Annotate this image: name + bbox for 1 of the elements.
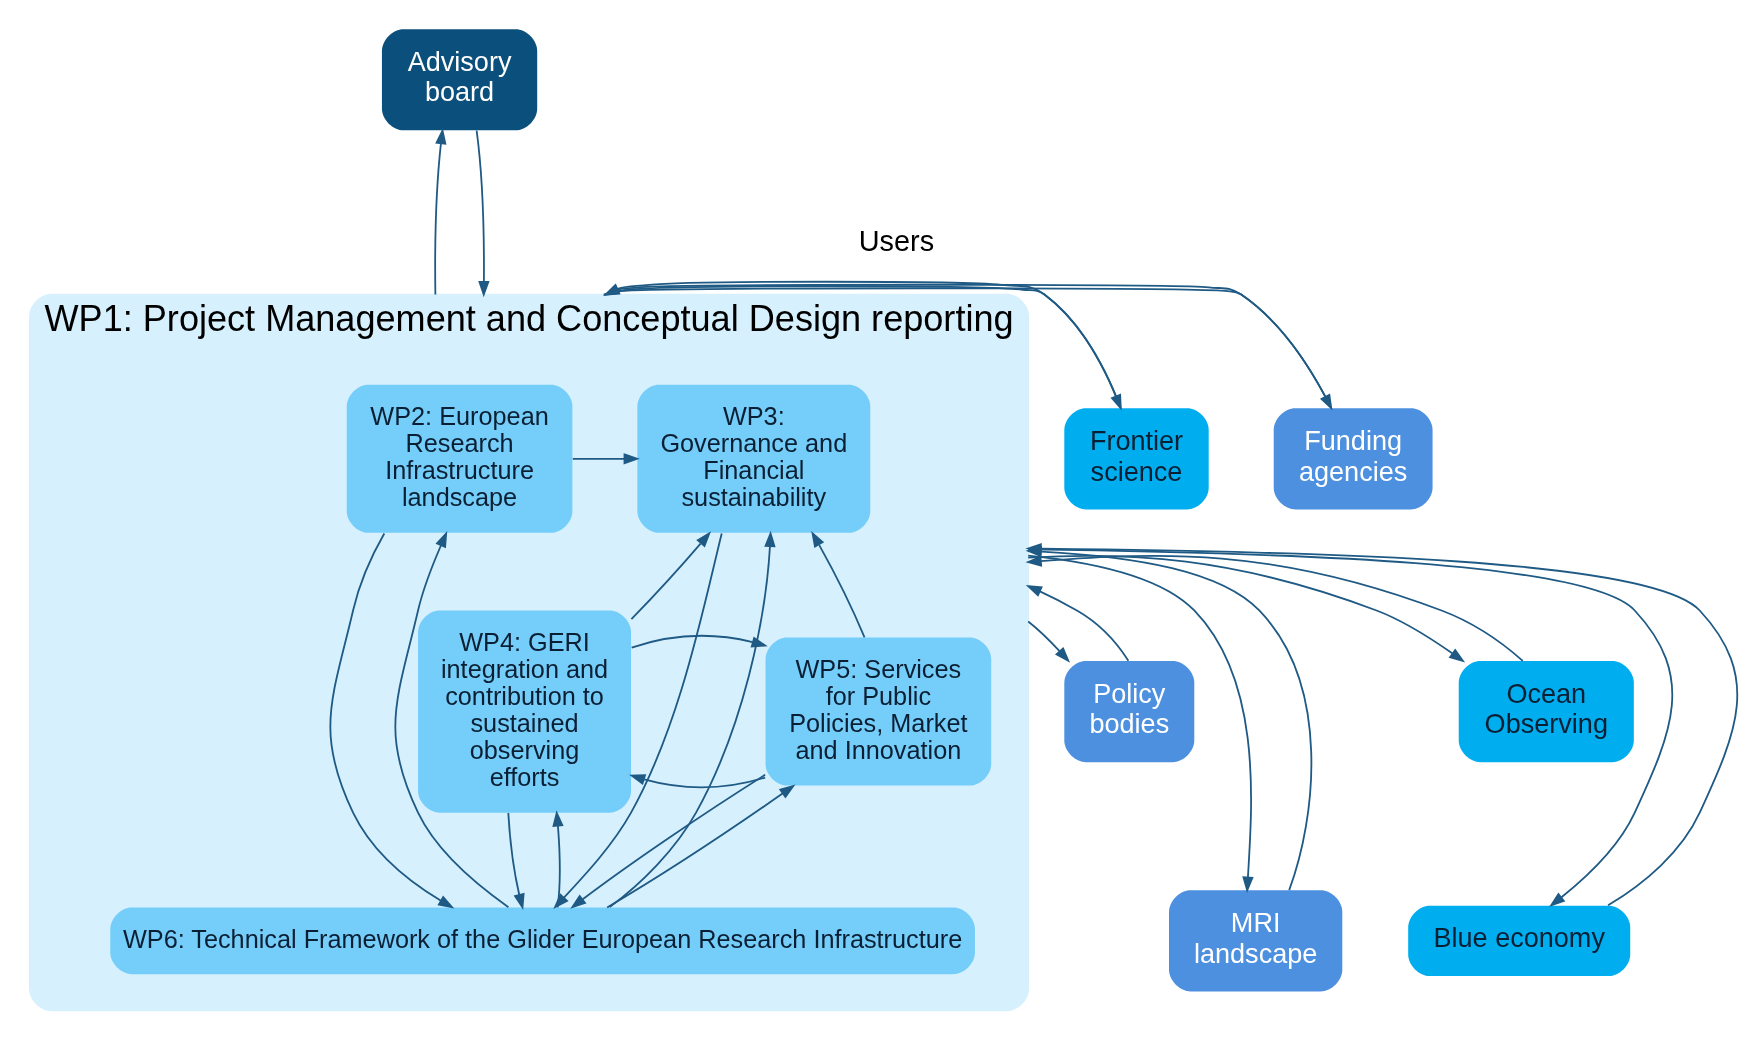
- label: Users: [858, 224, 935, 257]
